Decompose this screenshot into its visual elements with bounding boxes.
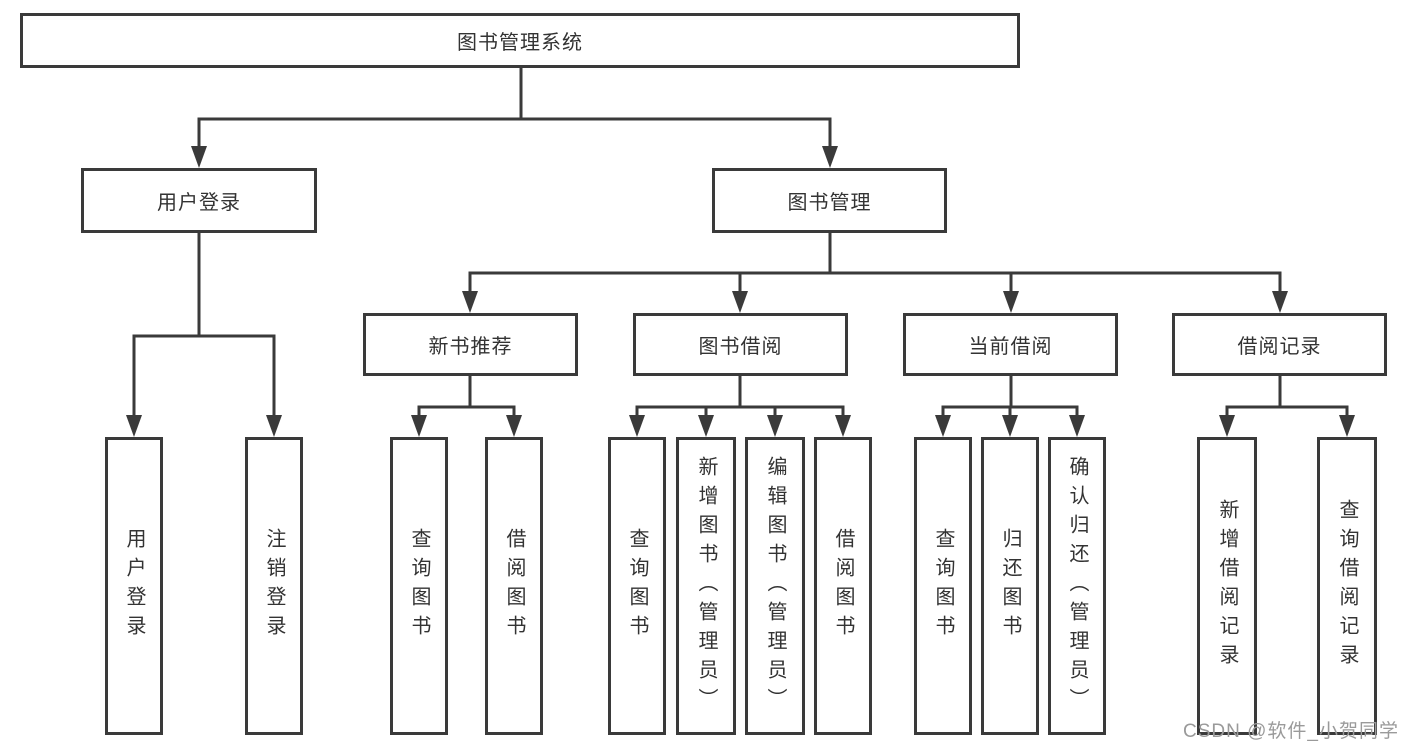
node-label: 编辑图书（管理员） [764, 455, 786, 717]
leaf-edit-books-admin: 编辑图书（管理员） [745, 437, 805, 735]
leaf-add-books-admin: 新增图书（管理员） [676, 437, 736, 735]
node-label: 归还图书 [999, 528, 1021, 644]
node-label: 注销登录 [263, 528, 285, 644]
node-label: 新增借阅记录 [1216, 499, 1238, 673]
leaf-logout: 注销登录 [245, 437, 303, 735]
node-label: 图书借阅 [698, 336, 783, 358]
node-label: 借阅图书 [503, 528, 525, 644]
arrowheads [126, 146, 1355, 437]
leaf-query-borrow-record: 查询借阅记录 [1317, 437, 1377, 735]
node-label: 新增图书（管理员） [695, 455, 717, 717]
node-book-borrowing: 图书借阅 [633, 313, 848, 376]
node-label: 借阅图书 [832, 528, 854, 644]
node-borrowing-records: 借阅记录 [1172, 313, 1387, 376]
node-label: 新书推荐 [428, 336, 513, 358]
node-label: 借阅记录 [1237, 336, 1322, 358]
node-new-book-recommendation: 新书推荐 [363, 313, 578, 376]
node-label: 当前借阅 [968, 336, 1053, 358]
leaf-query-books-borrow: 查询图书 [608, 437, 666, 735]
node-label: 用户登录 [157, 192, 241, 214]
leaf-return-books: 归还图书 [981, 437, 1039, 735]
leaf-confirm-return-admin: 确认归还（管理员） [1048, 437, 1106, 735]
node-label: 图书管理系统 [457, 32, 583, 54]
node-label: 查询借阅记录 [1336, 499, 1358, 673]
node-user-login: 用户登录 [81, 168, 317, 233]
node-label: 图书管理 [787, 192, 872, 214]
node-label: 查询图书 [932, 528, 954, 644]
node-label: 查询图书 [626, 528, 648, 644]
leaf-add-borrow-record: 新增借阅记录 [1197, 437, 1257, 735]
leaf-borrow-books-recommend: 借阅图书 [485, 437, 543, 735]
leaf-borrow-books-borrow: 借阅图书 [814, 437, 872, 735]
watermark: CSDN @软件_小贺同学 [1183, 721, 1399, 742]
leaf-query-books-current: 查询图书 [914, 437, 972, 735]
leaf-user-login: 用户登录 [105, 437, 163, 735]
node-label: 用户登录 [123, 528, 145, 644]
node-book-management: 图书管理 [712, 168, 947, 233]
node-current-borrowing: 当前借阅 [903, 313, 1118, 376]
leaf-query-books-recommend: 查询图书 [390, 437, 448, 735]
node-label: 查询图书 [408, 528, 430, 644]
node-root-system: 图书管理系统 [20, 13, 1020, 68]
node-label: 确认归还（管理员） [1066, 455, 1088, 717]
